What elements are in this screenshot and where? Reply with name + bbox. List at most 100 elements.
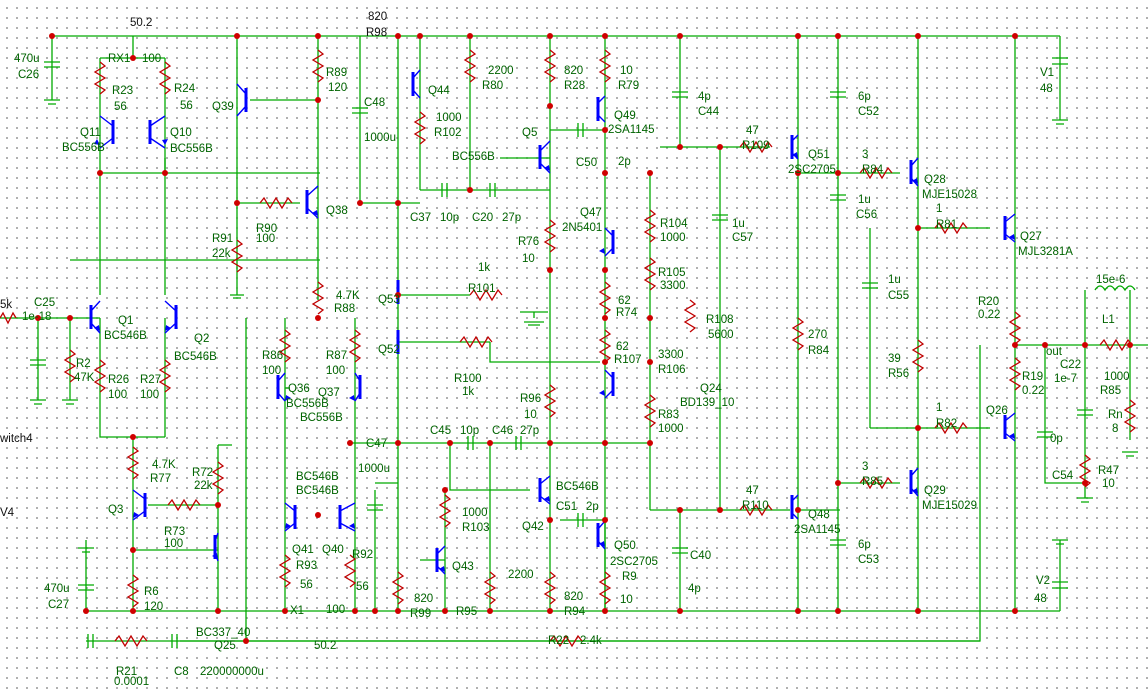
component-label: Q43 (452, 561, 474, 573)
capacitors (30, 57, 1138, 648)
component-label: MJE15029 (922, 500, 977, 512)
component-label: Q51 (808, 149, 830, 161)
component-label: R101 (468, 283, 496, 295)
component-label: Q11 (80, 127, 101, 139)
component-label: BC556B (170, 143, 213, 155)
component-label: 3 (862, 461, 868, 473)
component-label: witch4 (0, 433, 33, 445)
component-label: R6 (144, 586, 159, 598)
component-label: RX1 (108, 53, 130, 65)
component-label: 2SA1145 (794, 524, 840, 536)
component-label: 1e-7 (1054, 373, 1077, 385)
component-label: 100 (326, 604, 345, 616)
transistors (89, 69, 1016, 575)
component-label: R99 (410, 608, 431, 620)
component-label: R96 (520, 393, 541, 405)
component-label: 2p (618, 156, 631, 168)
component-label: R109 (742, 140, 770, 152)
component-label: R80 (482, 80, 503, 92)
component-label: 1000u (358, 463, 390, 475)
component-label: 0p (1050, 433, 1063, 445)
component-label: R95 (456, 606, 477, 618)
component-label: R2 (76, 358, 91, 370)
component-label: L1 (1102, 314, 1115, 326)
component-label: Q53 (378, 294, 400, 306)
component-label: R108 (706, 314, 734, 326)
component-label: R21 (116, 666, 137, 678)
component-label: 62 (616, 341, 629, 353)
component-label: C27 (48, 599, 69, 611)
component-label: R81 (936, 219, 957, 231)
component-label: C40 (690, 550, 711, 562)
component-label: 22k (194, 480, 213, 492)
component-label: 6p (858, 91, 871, 103)
component-label: 2p (586, 501, 599, 513)
component-label: Q38 (326, 205, 348, 217)
component-label: R87 (326, 350, 347, 362)
component-label: R84 (808, 345, 830, 357)
component-label: 2SC2705 (610, 556, 658, 568)
component-label: R23 (112, 85, 133, 97)
component-label: 1 (936, 203, 942, 215)
component-label: 2.4k (580, 635, 602, 647)
component-label: R22 (548, 635, 569, 647)
component-label: C37 (410, 212, 431, 224)
component-label: 1000 (660, 232, 686, 244)
component-label: 100 (164, 538, 183, 550)
component-label: 10p (440, 212, 459, 224)
component-label: BC556B (62, 142, 105, 154)
component-label: 120 (144, 601, 163, 613)
component-label: 3300 (658, 349, 684, 361)
component-label: 100 (326, 365, 345, 377)
component-label: 470u (14, 53, 40, 65)
component-label: R74 (616, 307, 638, 319)
component-label: BC556B (452, 151, 495, 163)
component-label: R106 (658, 364, 686, 376)
component-label: 820 (564, 65, 583, 77)
component-label: Q50 (614, 540, 636, 552)
component-label: R104 (660, 218, 688, 230)
component-label: 120 (328, 82, 347, 94)
component-label: MJE15028 (922, 189, 977, 201)
component-label: 5k (0, 299, 12, 311)
component-label: Q52 (378, 344, 400, 356)
component-label: R82 (936, 418, 957, 430)
component-label: 10 (1102, 478, 1115, 490)
component-label: 4p (698, 91, 711, 103)
component-label: Q47 (580, 207, 602, 219)
component-label: Q10 (170, 127, 192, 139)
component-label: Q39 (212, 101, 234, 113)
component-label: Q36 (288, 383, 310, 395)
component-label: C46 (492, 425, 513, 437)
component-label: R91 (212, 233, 233, 245)
component-label: BC337_40 (196, 627, 250, 639)
component-label: 0.0001 (114, 676, 149, 688)
component-label: R84 (862, 164, 884, 176)
component-label: R92 (352, 549, 373, 561)
component-label: Q24 (700, 383, 722, 395)
component-label: R105 (658, 267, 686, 279)
component-label: R27 (140, 374, 161, 386)
component-label: Q37 (318, 387, 340, 399)
component-label: 48 (1040, 83, 1053, 95)
component-label: 100 (140, 389, 159, 401)
component-label: 5600 (708, 329, 734, 341)
component-label: R56 (888, 368, 909, 380)
component-label: Q29 (924, 485, 946, 497)
component-label: V2 (1036, 575, 1050, 587)
component-label: BD139_10 (680, 397, 734, 409)
component-label: BC556B (300, 412, 343, 424)
component-label: R76 (518, 236, 539, 248)
component-label: Q5 (522, 127, 537, 139)
component-label: 3300 (660, 280, 686, 292)
component-label: Q49 (614, 110, 636, 122)
component-label: 62 (618, 295, 631, 307)
component-label: C20 (472, 212, 493, 224)
component-label: 220000000u (200, 666, 264, 678)
component-label: R98 (366, 27, 387, 39)
component-label: C45 (430, 425, 451, 437)
component-label: X1 (290, 605, 304, 617)
resistors (0, 49, 1137, 648)
